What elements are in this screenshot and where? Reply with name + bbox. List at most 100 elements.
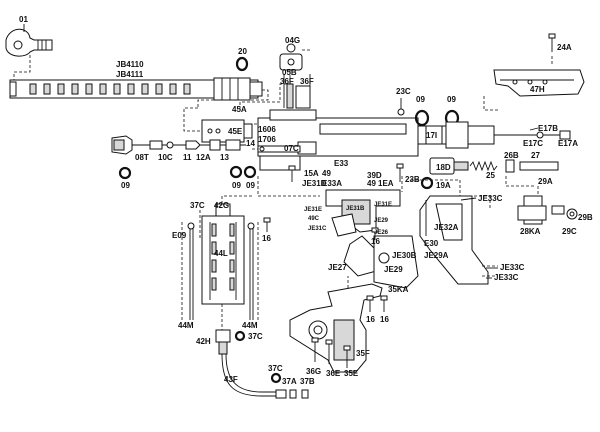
- part-27: [519, 161, 559, 171]
- label-29b: 29B: [578, 213, 593, 222]
- label-08t: 08T: [135, 153, 149, 162]
- label-37c-c: 37C: [268, 364, 283, 373]
- parts-10c-13-row: [132, 139, 246, 151]
- label-15a: 15A: [304, 169, 319, 178]
- label-e09: E09: [172, 231, 187, 240]
- label-49-b: 49: [367, 179, 376, 188]
- part-09-oring-c: [118, 166, 132, 180]
- label-09-e: 09: [246, 181, 255, 190]
- label-e33: E33: [334, 159, 349, 168]
- part-je32a-frame: [419, 195, 489, 285]
- label-je31b: JE31B: [346, 206, 365, 212]
- label-e17a: E17A: [558, 139, 578, 148]
- part-labels: 01 JB4110 JB4111 20 04G 05B 36F 36F 24A …: [19, 15, 593, 386]
- label-44m-a: 44M: [178, 321, 194, 330]
- label-26b: 26B: [504, 151, 519, 160]
- part-44l-regulator: [201, 203, 245, 305]
- connector-01-barrel: [13, 55, 31, 82]
- label-je33c-c: JE33C: [494, 273, 519, 282]
- part-36-screws: [311, 337, 351, 368]
- label-jb4111: JB4111: [116, 70, 144, 79]
- label-e17c: E17C: [523, 139, 543, 148]
- label-05b: 05B: [282, 68, 297, 77]
- label-36e: 36E: [326, 369, 341, 378]
- label-16-c: 16: [366, 315, 375, 324]
- label-09-d: 09: [232, 181, 241, 190]
- part-47h-rail: [493, 69, 585, 97]
- part-16-screws: [263, 217, 388, 312]
- part-20-oring: [235, 56, 249, 72]
- label-23c: 23C: [396, 87, 411, 96]
- label-29a: 29A: [538, 177, 553, 186]
- label-je29a: JE29A: [424, 251, 449, 260]
- label-e30: E30: [424, 239, 439, 248]
- label-e17b: E17B: [538, 124, 558, 133]
- part-19a-oring: [420, 176, 434, 190]
- label-35e: 35E: [344, 369, 359, 378]
- label-27: 27: [531, 151, 540, 160]
- label-11: 11: [183, 153, 192, 162]
- leader-lines: [23, 24, 539, 279]
- part-37-fittings: [270, 372, 309, 399]
- label-je32a: JE32A: [434, 223, 459, 232]
- label-35f: 35F: [356, 349, 370, 358]
- label-14: 14: [246, 139, 255, 148]
- label-35ka: 35KA: [388, 285, 409, 294]
- connector-45a: [239, 83, 290, 110]
- barrel-jb4110: [9, 77, 263, 101]
- part-35ka-foregrip: [289, 283, 383, 373]
- label-39d: 39D: [367, 171, 382, 180]
- label-16-a: 16: [262, 234, 271, 243]
- label-je29-b: JE29: [384, 265, 403, 274]
- label-42g: 42G: [214, 201, 229, 210]
- label-je31c: JE31C: [308, 226, 327, 232]
- label-07c: 07C: [284, 144, 299, 153]
- label-10c: 10C: [158, 153, 173, 162]
- label-25: 25: [486, 171, 495, 180]
- label-09-b: 09: [447, 95, 456, 104]
- label-je33c-a: JE33C: [478, 194, 503, 203]
- label-49-a: 49: [322, 169, 331, 178]
- part-17i-section: [414, 109, 571, 149]
- connector-20: [197, 89, 269, 108]
- part-26b: [505, 159, 515, 173]
- label-13: 13: [220, 153, 229, 162]
- label-04g: 04G: [285, 36, 300, 45]
- label-09-c: 09: [121, 181, 130, 190]
- label-je31d: JE31D: [302, 179, 327, 188]
- label-44l: 44L: [214, 249, 228, 258]
- label-01: 01: [19, 15, 28, 24]
- label-09-a: 09: [416, 95, 425, 104]
- label-36g: 36G: [306, 367, 321, 376]
- part-24a-screw: [548, 33, 556, 52]
- trigger-mechanism: [325, 189, 419, 289]
- label-29c: 29C: [562, 227, 577, 236]
- label-18d: 18D: [436, 163, 451, 172]
- label-45a: 45A: [232, 105, 247, 114]
- label-1ea: 1EA: [378, 179, 394, 188]
- part-09-oring-d: [229, 165, 243, 179]
- label-je31e-2: JE31E: [374, 202, 392, 208]
- label-47h: 47H: [530, 85, 545, 94]
- label-je30b: JE30B: [392, 251, 417, 260]
- label-20: 20: [238, 47, 247, 56]
- label-43f: 43F: [224, 375, 238, 384]
- label-e33a: E33A: [322, 179, 342, 188]
- label-37a: 37A: [282, 377, 297, 386]
- label-36f-b: 36F: [300, 77, 314, 86]
- label-je33c-b: JE33C: [500, 263, 525, 272]
- connector-45e: [183, 107, 200, 132]
- label-36f-a: 36F: [280, 77, 294, 86]
- label-12a: 12A: [196, 153, 211, 162]
- part-09-oring-e: [243, 165, 257, 179]
- part-28ka-assembly: [517, 195, 578, 225]
- part-45e-feed-block: [201, 119, 253, 143]
- label-42h: 42H: [196, 337, 211, 346]
- label-37b: 37B: [300, 377, 315, 386]
- label-je31e: JE31E: [304, 207, 322, 213]
- label-17i: 17I: [426, 131, 437, 140]
- label-1706: 1706: [258, 135, 276, 144]
- label-28ka: 28KA: [520, 227, 541, 236]
